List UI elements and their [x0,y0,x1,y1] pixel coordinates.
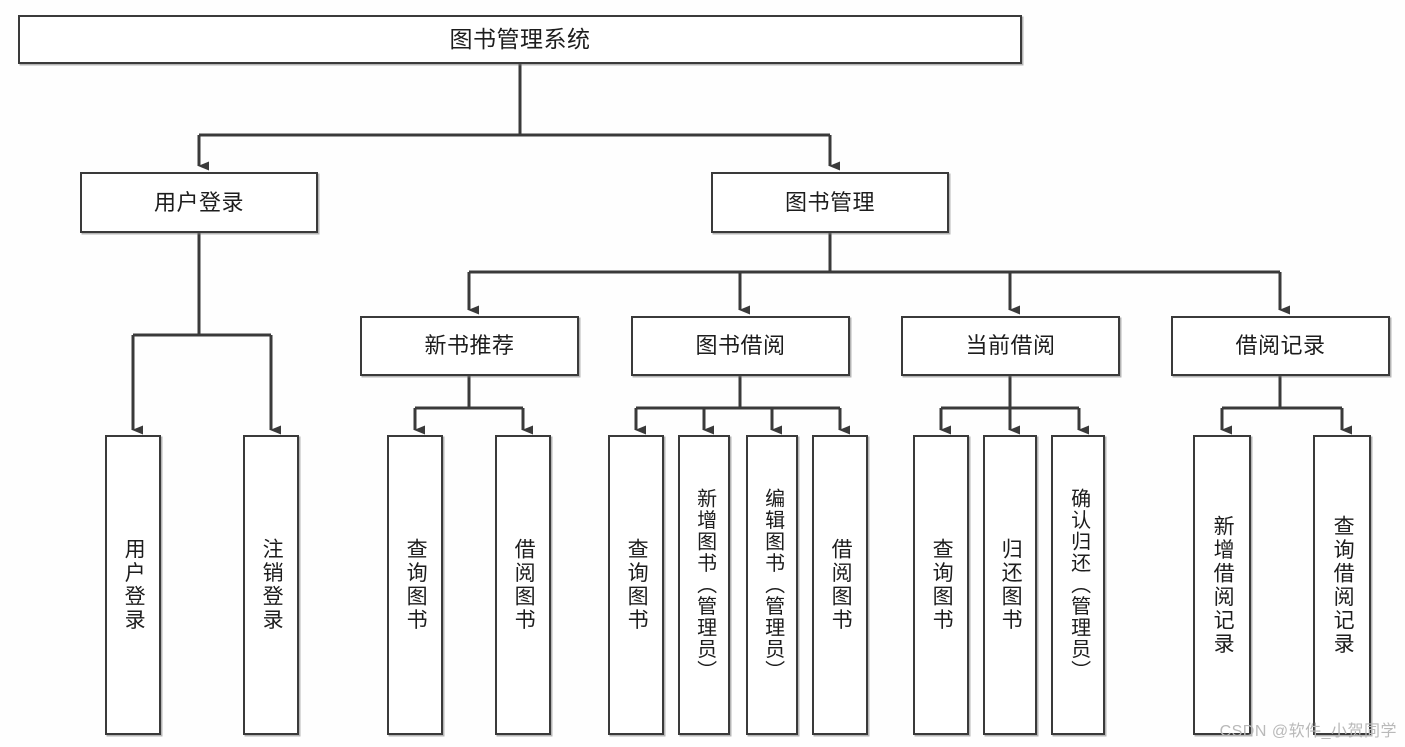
leaf-current-borrow-confirm[interactable]: 确认归还（管理员） [1051,435,1105,735]
node-label: 用户登录 [153,189,244,215]
node-label: 编辑图书（管理员） [761,488,784,682]
node-book-borrow[interactable]: 图书借阅 [631,316,850,376]
node-label: 查询图书 [404,538,428,632]
leaf-book-borrow-query[interactable]: 查询图书 [608,435,664,735]
node-label: 借阅图书 [512,538,536,632]
node-user-login[interactable]: 用户登录 [80,172,318,233]
node-label: 当前借阅 [965,333,1056,359]
node-label: 图书管理 [784,189,875,215]
node-label: 注销登录 [260,538,284,632]
leaf-new-book-borrow[interactable]: 借阅图书 [495,435,551,735]
node-label: 新增借阅记录 [1211,514,1235,656]
leaf-borrow-record-add[interactable]: 新增借阅记录 [1193,435,1251,735]
node-label: 图书借阅 [695,333,786,359]
node-root-system[interactable]: 图书管理系统 [18,15,1022,64]
node-label: 新书推荐 [424,333,515,359]
leaf-book-borrow-add[interactable]: 新增图书（管理员） [678,435,730,735]
node-borrow-record[interactable]: 借阅记录 [1171,316,1390,376]
leaf-book-borrow-borrow[interactable]: 借阅图书 [812,435,868,735]
leaf-user-login-logout[interactable]: 注销登录 [243,435,299,735]
leaf-current-borrow-return[interactable]: 归还图书 [983,435,1037,735]
node-label: 图书管理系统 [449,25,591,52]
node-label: 查询图书 [625,538,649,632]
node-current-borrow[interactable]: 当前借阅 [901,316,1120,376]
node-book-management[interactable]: 图书管理 [711,172,949,233]
node-label: 归还图书 [999,538,1023,632]
node-label: 新增图书（管理员） [693,488,716,682]
leaf-current-borrow-query[interactable]: 查询图书 [913,435,969,735]
node-label: 借阅记录 [1235,333,1326,359]
node-label: 借阅图书 [829,538,853,632]
leaf-new-book-query[interactable]: 查询图书 [387,435,443,735]
node-label: 确认归还（管理员） [1067,488,1090,682]
node-label: 查询借阅记录 [1331,514,1355,656]
csdn-watermark: CSDN @软件_小贺同学 [1219,723,1397,740]
leaf-book-borrow-edit[interactable]: 编辑图书（管理员） [746,435,798,735]
node-new-book-recommend[interactable]: 新书推荐 [360,316,579,376]
leaf-borrow-record-query[interactable]: 查询借阅记录 [1313,435,1371,735]
node-label: 查询图书 [930,538,954,632]
leaf-user-login-login[interactable]: 用户登录 [105,435,161,735]
node-label: 用户登录 [122,538,146,632]
